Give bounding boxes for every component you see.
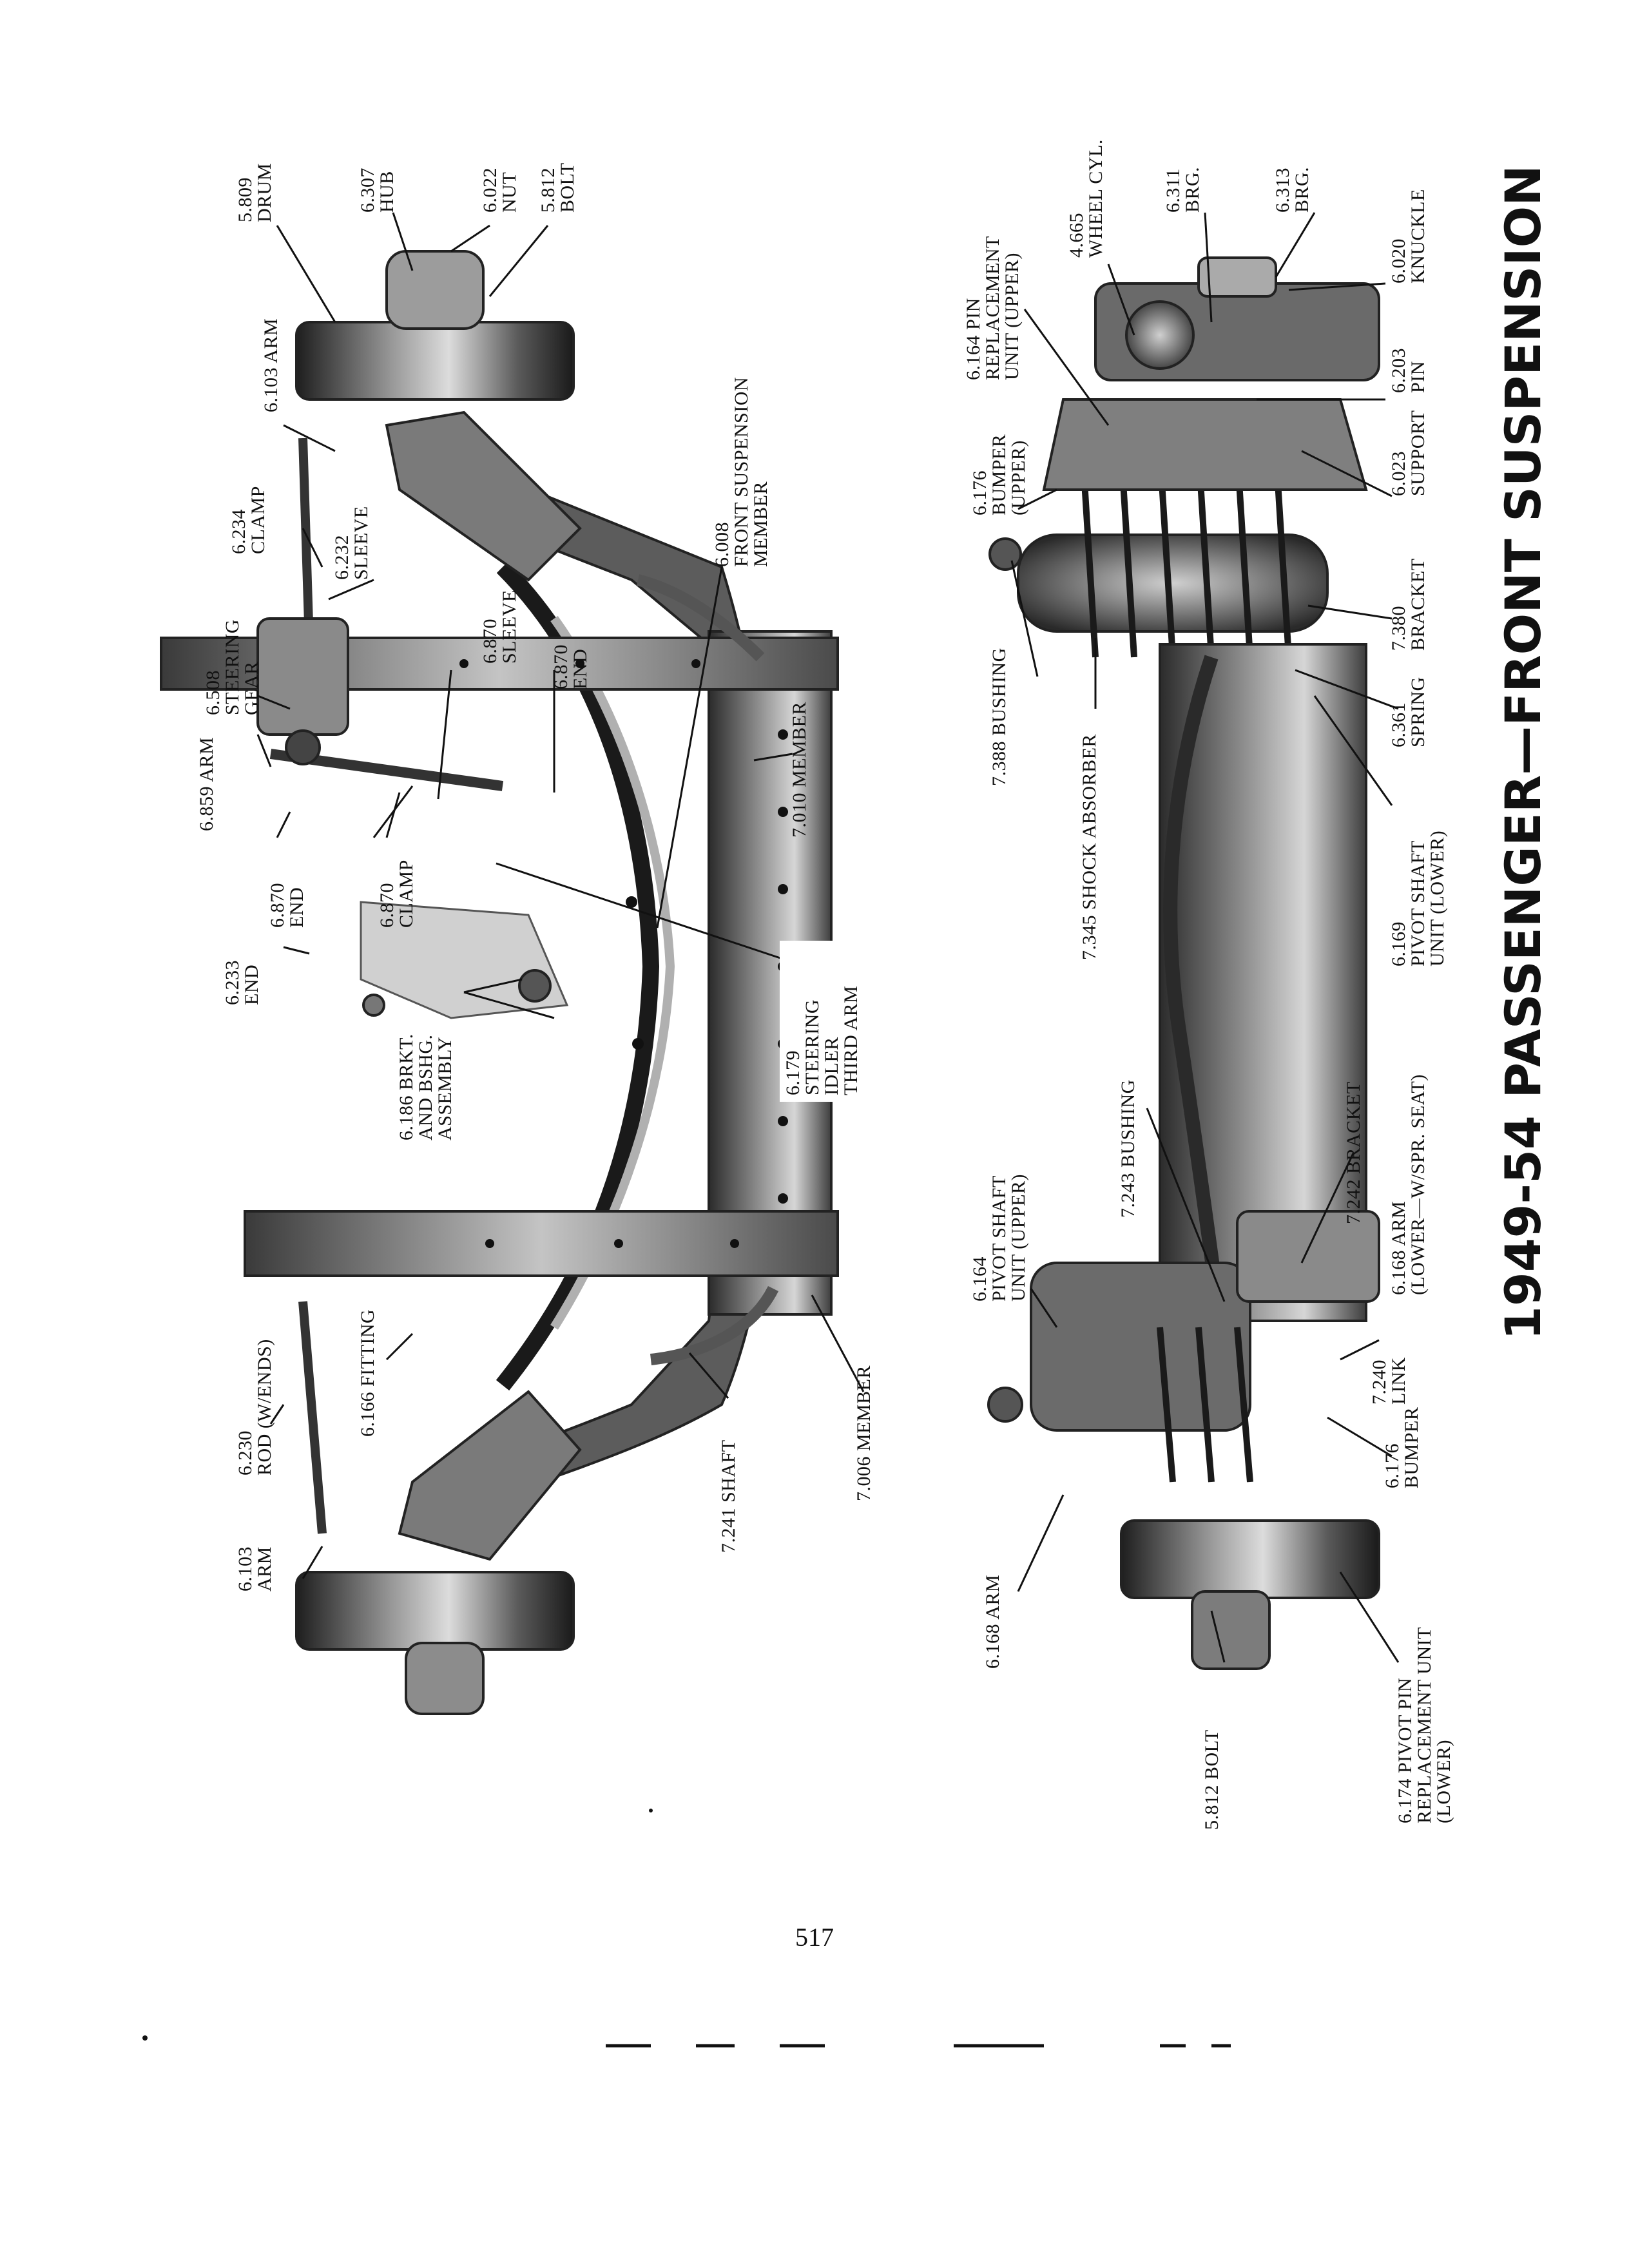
upper-control-arm-bottom xyxy=(398,1390,582,1561)
lower-brake-drum xyxy=(1120,1519,1380,1599)
frame-rail-lower xyxy=(244,1210,839,1277)
label-6361: 6.361SPRING xyxy=(1388,677,1429,747)
bottom-suspension-illustration xyxy=(987,256,1380,1670)
crossmember-body xyxy=(1159,643,1367,1322)
label-6234: 6.234CLAMP xyxy=(228,486,269,554)
label-6168-arm: 6.168 ARM xyxy=(982,1575,1003,1669)
label-7242: 7.242 BRACKET xyxy=(1343,1081,1364,1224)
label-7380: 7.380BRACKET xyxy=(1388,558,1429,651)
label-7345: 7.345 SHOCK ABSORBER xyxy=(1079,734,1100,960)
label-6230: 6.230ROD (W/ENDS) xyxy=(235,1339,275,1475)
upper-bumper-support xyxy=(1042,398,1368,491)
label-6313: 6.313BRG. xyxy=(1272,167,1313,213)
label-6103-arm-b: 6.103ARM xyxy=(235,1546,275,1591)
stabilizer-bar xyxy=(1163,655,1231,1354)
label-7388: 7.388 BUSHING xyxy=(988,648,1010,786)
label-6179: 6.179STEERINGIDLERTHIRD ARM xyxy=(782,986,862,1095)
top-view-labels: 5.809DRUM 6.307HUB 6.022NUT 5.812BOLT 6.… xyxy=(196,162,876,1591)
label-6023: 6.023SUPPORT xyxy=(1388,410,1429,496)
steering-gear-box xyxy=(256,617,349,736)
label-6168-lower: 6.168 ARM(LOWER—W/SPR. SEAT) xyxy=(1388,1074,1429,1295)
label-5812-bolt-b: 5.812 BOLT xyxy=(1201,1729,1222,1830)
label-6859-arm: 6.859 ARM xyxy=(196,737,217,831)
bottom-hub xyxy=(405,1642,485,1715)
upper-control-arm-top xyxy=(385,410,582,582)
bottom-view-labels: 6.164 PINREPLACEMENTUNIT (UPPER) 4.665WH… xyxy=(963,139,1454,1830)
label-6164-pin: 6.164 PINREPLACEMENTUNIT (UPPER) xyxy=(963,236,1023,380)
stabilizer-shaft xyxy=(636,574,779,1365)
leader-lines xyxy=(256,212,1400,1663)
label-7241: 7.241 SHAFT xyxy=(718,1439,739,1553)
label-6176-upper: 6.176BUMPER(UPPER) xyxy=(969,434,1029,515)
label-7240: 7.240LINK xyxy=(1369,1357,1409,1405)
label-6169: 6.169PIVOT SHAFTUNIT (LOWER) xyxy=(1388,831,1448,966)
page-title: 1949-54 PASSENGER—FRONT SUSPENSION xyxy=(1494,165,1552,1340)
label-6176-bumper: 6.176BUMPER xyxy=(1382,1407,1422,1488)
label-6174: 6.174 PIVOT PINREPLACEMENT UNIT(LOWER) xyxy=(1394,1627,1454,1823)
page-number: 517 xyxy=(795,1923,834,1952)
label-6166: 6.166 FITTING xyxy=(357,1309,378,1437)
top-brake-drum xyxy=(295,321,575,401)
idler-arm-assembly xyxy=(360,901,569,1019)
steering-idler-label-box xyxy=(780,941,876,1102)
label-6870-clamp: 6.870CLAMP xyxy=(376,860,417,928)
label-7006: 7.006 MEMBER xyxy=(853,1365,874,1501)
label-6008: 6.008FRONT SUSPENSIONMEMBER xyxy=(711,377,771,567)
label-6508: 6.508STEERINGGEAR xyxy=(202,619,262,715)
label-6870-sleeve: 6.870SLEEVE xyxy=(479,590,520,664)
label-7243: 7.243 BUSHING xyxy=(1117,1079,1139,1218)
lower-spring-housing xyxy=(1030,1262,1251,1432)
label-6233: 6.233END xyxy=(222,960,262,1005)
bottom-brake-drum xyxy=(295,1571,575,1651)
label-6203: 6.203PIN xyxy=(1388,348,1429,393)
label-6232: 6.232SLEEVE xyxy=(331,506,372,580)
lower-control-arm xyxy=(1236,1210,1380,1303)
label-5809: 5.809DRUM xyxy=(235,163,275,222)
tie-rod-upper xyxy=(298,437,314,645)
tie-rod-lower-6230 xyxy=(298,1301,327,1534)
label-6870-end-b: 6.870END xyxy=(267,883,307,928)
label-6186: 6.186 BRKT.AND BSHG.ASSEMBLY xyxy=(396,1033,456,1140)
label-6164-pivot: 6.164PIVOT SHAFTUNIT (UPPER) xyxy=(969,1174,1029,1302)
label-4665: 4.665WHEEL CYL. xyxy=(1066,139,1106,258)
label-6022: 6.022NUT xyxy=(479,168,520,213)
label-6103-arm: 6.103 ARM xyxy=(260,318,282,412)
label-6307: 6.307HUB xyxy=(357,168,398,213)
top-hub xyxy=(385,250,485,330)
label-5812-bolt: 5.812BOLT xyxy=(537,162,578,213)
label-7010: 7.010 MEMBER xyxy=(789,702,810,838)
label-6870-end-a: 6.870END xyxy=(550,644,591,689)
label-6020: 6.020KNUCKLE xyxy=(1388,189,1429,284)
label-6311: 6.311BRG. xyxy=(1162,167,1203,213)
